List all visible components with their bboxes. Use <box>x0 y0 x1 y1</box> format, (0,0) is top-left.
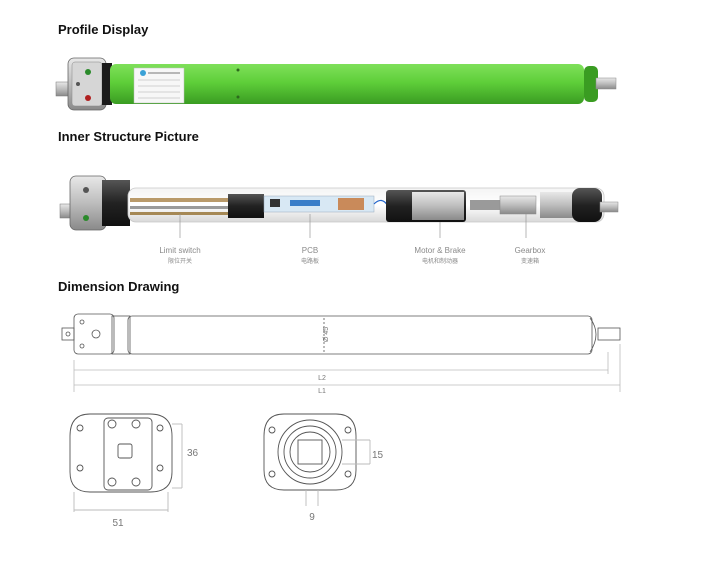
dimension-end-view-left <box>69 413 183 512</box>
label-motor-brake-cn: 电机和制动器 <box>422 257 458 265</box>
label-pcb-cn: 电路板 <box>301 257 319 265</box>
height-36-label: 36 <box>187 448 199 459</box>
dimension-end-view-right <box>263 413 371 506</box>
label-gearbox: Gearbox <box>515 246 546 255</box>
l2-label: L2 <box>318 375 326 382</box>
label-gearbox-cn: 变速箱 <box>521 257 539 265</box>
dimension-drawing-heading: Dimension Drawing <box>58 279 180 294</box>
profile-motor-image <box>55 57 617 111</box>
width-51-label: 51 <box>112 518 124 529</box>
height-15-label: 15 <box>372 450 384 461</box>
label-limit-switch-cn: 限位开关 <box>168 257 192 265</box>
inner-structure-image <box>59 175 619 238</box>
label-pcb: PCB <box>302 246 318 255</box>
profile-display-heading: Profile Display <box>58 22 149 37</box>
width-9-label: 9 <box>309 512 315 523</box>
l1-label: L1 <box>318 388 326 395</box>
diameter-label: Ø 45 <box>323 327 330 342</box>
dimension-side-view <box>61 313 621 392</box>
inner-structure-heading: Inner Structure Picture <box>58 129 199 144</box>
label-motor-brake: Motor & Brake <box>414 246 466 255</box>
label-limit-switch: Limit switch <box>159 246 200 255</box>
